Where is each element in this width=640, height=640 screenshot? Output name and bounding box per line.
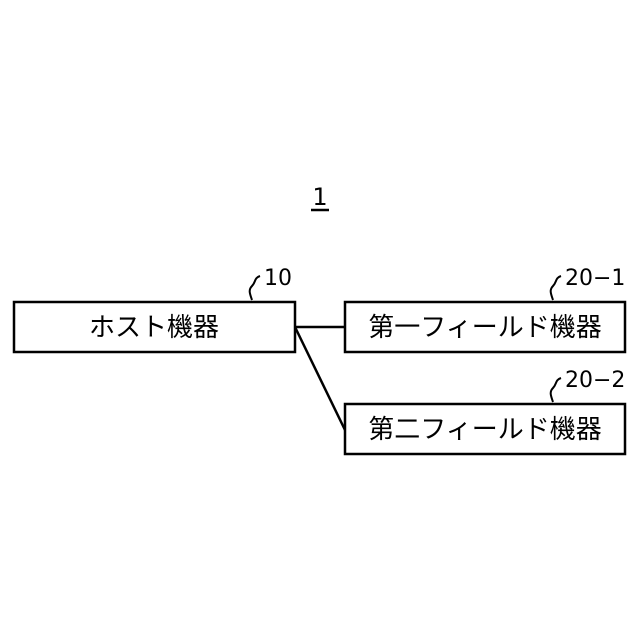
host-device-label: ホスト機器 xyxy=(89,313,219,343)
field-device-1-label: 第一フィールド機器 xyxy=(368,313,601,343)
figure-number: 1 xyxy=(312,183,327,211)
field-device-1-node: 第一フィールド機器 20−1 xyxy=(345,266,625,352)
field-device-1-ref-leader xyxy=(551,276,561,300)
host-device-ref-leader xyxy=(250,276,260,300)
host-device-node: ホスト機器 10 xyxy=(14,266,295,352)
field-device-1-ref: 20−1 xyxy=(565,266,625,291)
edge-host-to-field2 xyxy=(295,327,345,430)
field-device-2-node: 第二フィールド機器 20−2 xyxy=(345,368,625,454)
field-device-2-label: 第二フィールド機器 xyxy=(368,415,601,445)
field-device-2-ref-leader xyxy=(551,378,561,402)
figure-number-group: 1 xyxy=(311,183,329,211)
field-device-2-ref: 20−2 xyxy=(565,368,625,393)
host-device-ref: 10 xyxy=(264,266,292,291)
